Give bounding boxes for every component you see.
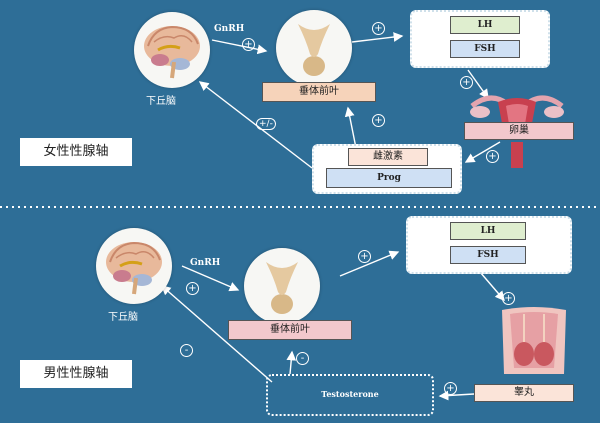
testis-icon (502, 307, 566, 374)
male-pituitary-illustration (244, 248, 320, 324)
female-gonadotropin-container (410, 10, 550, 68)
arrow-male-hypo-to-pituitary (181, 265, 240, 292)
male-lh-box: LH (450, 222, 526, 240)
male-plus-pituitary-out: + (358, 250, 371, 263)
male-brain-illustration (96, 228, 172, 304)
female-plus-pituitary-out: + (372, 22, 385, 35)
arrow-female-ovary-to-steroids (464, 141, 501, 163)
male-hypothalamus-label: 下丘脑 (108, 312, 138, 323)
male-minus-feedback-hypo: - (180, 344, 193, 357)
female-plus-gonadotropin-out: + (460, 76, 473, 89)
female-pituitary-illustration (276, 10, 352, 86)
male-plus-testis-out: + (444, 382, 457, 395)
female-gnrh-label: GnRH (214, 24, 245, 34)
female-plusminus-feedback-hypo: +/- (256, 118, 276, 130)
arrow-male-testis-to-testosterone (438, 390, 475, 401)
arrow-female-steroids-to-pituitary (344, 106, 357, 149)
female-plus-gnrh: + (242, 38, 255, 51)
male-plus-gnrh: + (186, 282, 199, 295)
female-brain-illustration (134, 12, 210, 88)
pituitary-gland-icon (298, 24, 330, 76)
arrow-male-pituitary-to-gonadotropins (339, 250, 400, 277)
pituitary-gland-icon (266, 262, 298, 314)
brain-icon (144, 25, 200, 79)
female-plus-ovary-out: + (486, 150, 499, 163)
arrow-female-hypo-to-pituitary (211, 39, 268, 55)
brain-icon (106, 241, 162, 295)
arrow-female-pituitary-to-gonadotropins (351, 32, 404, 43)
male-fsh-box: FSH (450, 246, 526, 264)
male-pituitary-box: 垂体前叶 (228, 320, 352, 340)
female-lh-box: LH (450, 16, 520, 34)
male-plus-gonadotropin-out: + (502, 292, 515, 305)
male-testis-box: 睾丸 (474, 384, 574, 402)
male-minus-feedback-pituitary: - (296, 352, 309, 365)
female-axis-label: 女性性腺轴 (20, 138, 132, 166)
female-fsh-box: FSH (450, 40, 520, 58)
arrow-female-gonadotropins-to-ovary (467, 69, 489, 100)
male-testosterone-container (266, 374, 434, 416)
arrow-male-testosterone-to-hypo (160, 285, 273, 383)
female-hypothalamus-label: 下丘脑 (146, 96, 176, 107)
female-ovary-box: 卵巢 (464, 122, 574, 140)
female-estrogen-box: 雌激素 (348, 148, 428, 166)
male-axis-label: 男性性腺轴 (20, 360, 132, 388)
arrow-male-gonadotropins-to-testis (479, 271, 505, 302)
arrow-male-testosterone-to-pituitary (286, 350, 297, 375)
male-gnrh-label: GnRH (190, 258, 221, 268)
male-testosterone-label: Testosterone (321, 389, 379, 399)
female-feedback-sign: +/- (256, 118, 276, 130)
female-pituitary-box: 垂体前叶 (262, 82, 376, 102)
female-prog-box: Prog (326, 168, 452, 188)
female-plus-feedback-pituitary: + (372, 114, 385, 127)
